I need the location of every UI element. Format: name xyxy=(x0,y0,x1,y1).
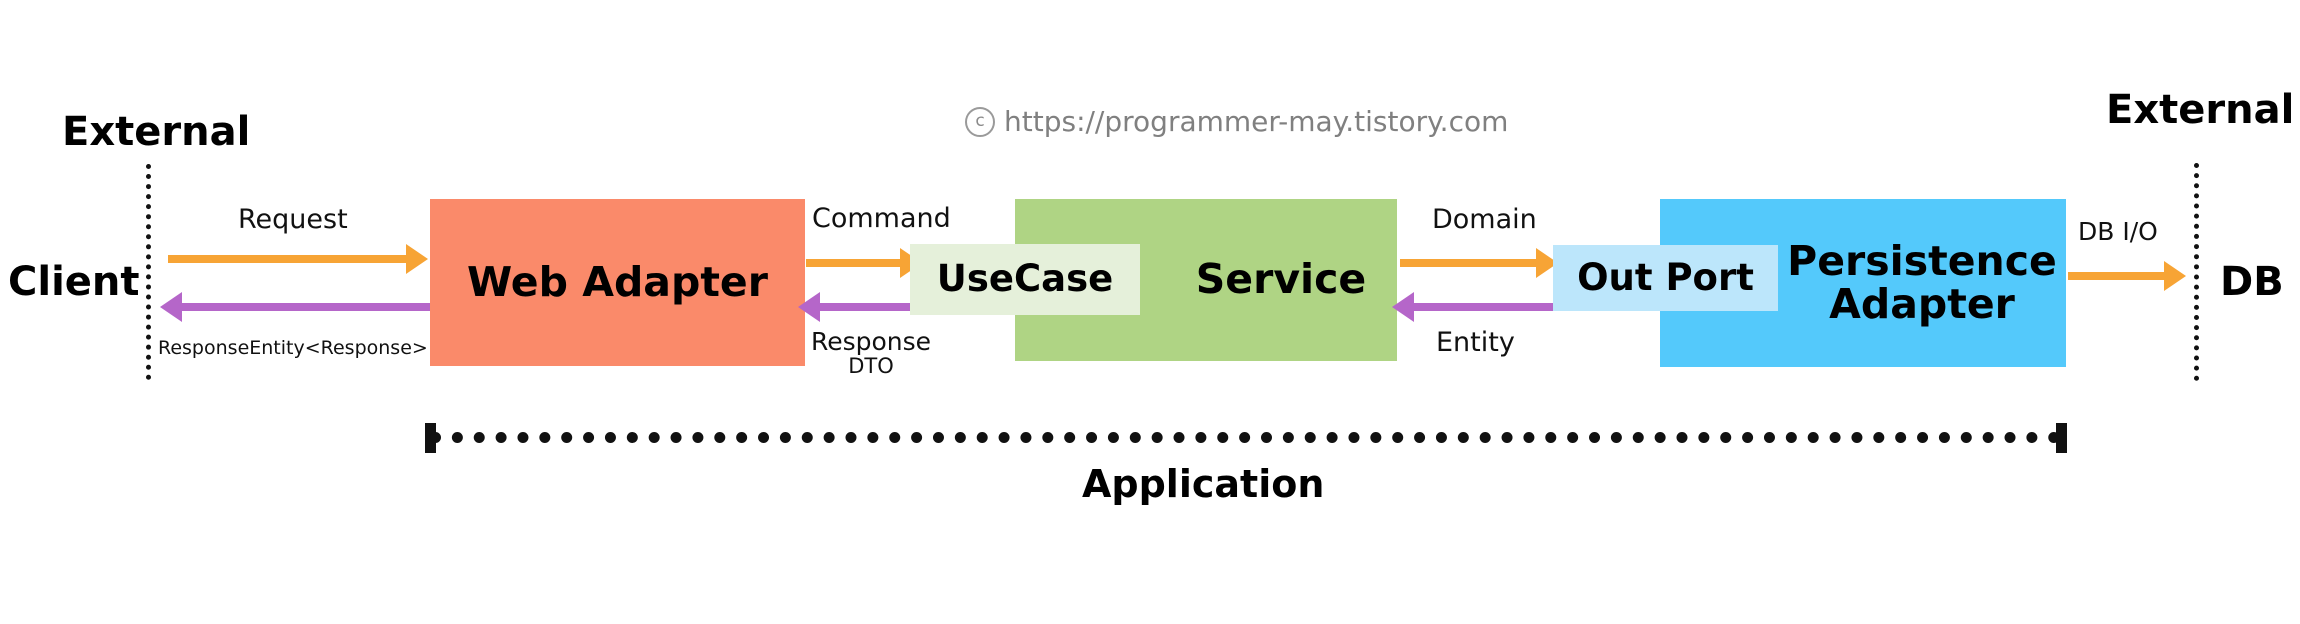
client-actor-label: Client xyxy=(8,259,140,305)
request-arrow xyxy=(168,244,430,274)
domain-arrow xyxy=(1400,248,1560,278)
service-label: Service xyxy=(1195,255,1367,304)
copyright-icon: c xyxy=(965,106,995,137)
usecase-box[interactable]: UseCase xyxy=(910,244,1140,315)
response-dto-line2: DTO xyxy=(848,354,894,378)
application-label: Application xyxy=(1082,462,1325,506)
response-dto-edge-label: Response DTO xyxy=(808,328,934,378)
persistence-adapter-label: Persistence Adapter xyxy=(1787,236,2057,328)
right-external-label: External xyxy=(2106,87,2295,133)
web-adapter-box[interactable]: Web Adapter xyxy=(430,199,805,366)
out-port-box[interactable]: Out Port xyxy=(1553,245,1778,311)
bracket-right-cap xyxy=(2056,423,2067,453)
db-actor-label: DB xyxy=(2220,259,2284,305)
entity-arrow xyxy=(1392,292,1560,322)
response-dto-arrow xyxy=(798,292,926,322)
watermark: c https://programmer-may.tistory.com xyxy=(965,105,1508,138)
command-edge-label: Command xyxy=(812,203,951,234)
persistence-adapter-line2: Adapter xyxy=(1829,280,2015,328)
left-boundary-line xyxy=(146,164,151,380)
persistence-adapter-line1: Persistence xyxy=(1787,236,2057,285)
usecase-label: UseCase xyxy=(936,257,1114,301)
request-edge-label: Request xyxy=(238,204,348,235)
web-adapter-label: Web Adapter xyxy=(467,257,768,306)
domain-edge-label: Domain xyxy=(1432,204,1537,235)
response-entity-arrow xyxy=(160,292,432,322)
response-entity-edge-label: ResponseEntity<Response> xyxy=(158,337,428,359)
watermark-url: https://programmer-may.tistory.com xyxy=(1004,105,1509,138)
response-dto-line1: Response xyxy=(810,327,932,356)
right-boundary-line xyxy=(2194,163,2199,381)
left-external-label: External xyxy=(62,109,251,155)
command-arrow xyxy=(806,248,924,278)
out-port-label: Out Port xyxy=(1577,255,1754,299)
db-io-edge-label: DB I/O xyxy=(2078,217,2158,246)
db-io-arrow xyxy=(2068,261,2188,291)
entity-edge-label: Entity xyxy=(1436,327,1515,358)
application-bracket-line xyxy=(430,432,2060,443)
